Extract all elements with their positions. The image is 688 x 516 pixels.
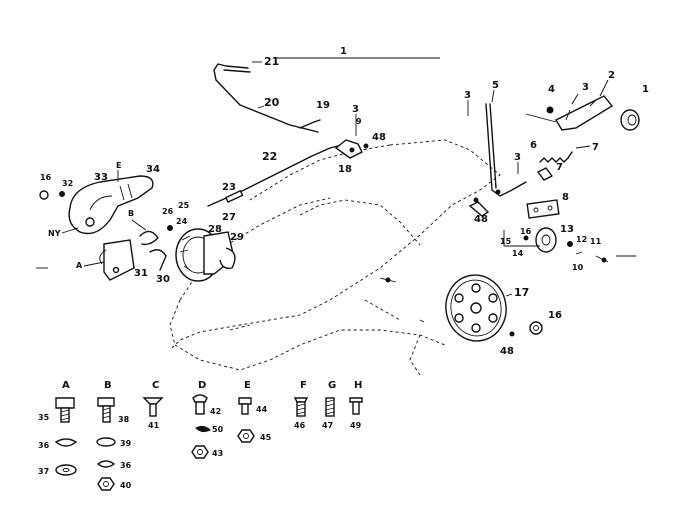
idler-pulley: 13 15 14 16 12 11 10: [500, 224, 636, 272]
hardware-47: 47: [322, 421, 333, 430]
callout-3-top-right: 3: [582, 82, 589, 93]
callout-11: 11: [590, 237, 602, 246]
callout-3-center: 3: [352, 104, 359, 115]
callout-12: 12: [576, 235, 587, 244]
callout-14: 14: [512, 249, 524, 258]
clip-assembly: 30 26 25 24 B: [128, 201, 190, 285]
lever-assembly: 5 3 3 48: [464, 80, 527, 225]
callout-NY: NY: [48, 229, 61, 238]
hardware-37: 37: [38, 467, 49, 476]
callout-48-bottom: 48: [500, 346, 514, 357]
callout-25: 25: [178, 201, 190, 210]
hardware-D-letter: D: [198, 380, 206, 391]
callout-8: 8: [562, 192, 569, 203]
callout-10: 10: [572, 263, 584, 272]
callout-16-right: 16: [520, 227, 532, 236]
hardware-C-letter: C: [152, 380, 159, 391]
callout-19: 19: [316, 100, 330, 111]
hardware-35: 35: [38, 413, 50, 422]
callout-3-left: 3: [464, 90, 471, 101]
belt-guard: 34 33 E NY 16 32: [39, 161, 160, 238]
hardware-44: 44: [256, 405, 268, 414]
callout-16-bottom: 16: [548, 310, 562, 321]
hardware-39: 39: [120, 439, 132, 448]
callout-3-mid: 3: [514, 152, 521, 163]
hardware-F-letter: F: [300, 380, 307, 391]
callout-27: 27: [222, 212, 236, 223]
callout-7-lower: 7: [556, 162, 563, 173]
callout-1-right: 1: [642, 84, 649, 95]
hardware-chart: A 35 36 37 B 38 39 36 40 C 41 D 42 50: [38, 380, 363, 491]
callout-22: 22: [262, 150, 277, 163]
bracket-18: 3 9 48 18: [334, 104, 386, 175]
hardware-A-letter: A: [62, 380, 70, 391]
callout-9: 9: [356, 117, 362, 126]
callout-16-left: 16: [40, 173, 52, 182]
cable-assembly: 22 23: [207, 145, 339, 207]
callout-4: 4: [548, 84, 555, 95]
assembly-header: 1: [275, 46, 440, 59]
callout-17: 17: [514, 286, 529, 299]
callout-48-right: 48: [474, 214, 488, 225]
hardware-41: 41: [148, 421, 160, 430]
callout-26: 26: [162, 207, 174, 216]
hardware-G-letter: G: [328, 380, 336, 391]
hardware-38: 38: [118, 415, 130, 424]
hardware-B-letter: B: [104, 380, 112, 391]
hardware-43: 43: [212, 449, 223, 458]
engine-pulley: 28 27 29: [175, 212, 244, 282]
callout-A: A: [76, 261, 83, 270]
plate-8: 8: [526, 192, 569, 219]
callout-18: 18: [338, 164, 352, 175]
callout-20: 20: [264, 96, 280, 109]
callout-34: 34: [146, 164, 160, 175]
callout-5: 5: [492, 80, 499, 91]
callout-30: 30: [156, 274, 170, 285]
callout-B: B: [128, 209, 134, 218]
callout-21: 21: [264, 55, 279, 68]
callout-15: 15: [500, 237, 512, 246]
hardware-45: 45: [260, 433, 272, 442]
hardware-36b: 36: [120, 461, 132, 470]
hardware-H-letter: H: [354, 380, 362, 391]
upper-bracket: 4 3 2 1: [525, 70, 649, 131]
hardware-36a: 36: [38, 441, 50, 450]
hardware-42: 42: [210, 407, 221, 416]
hardware-46: 46: [294, 421, 306, 430]
hardware-40: 40: [120, 481, 132, 490]
callout-29: 29: [230, 232, 244, 243]
callout-E: E: [116, 161, 121, 170]
hardware-E-letter: E: [244, 380, 251, 391]
wheel-17: 17 48 16: [445, 274, 562, 357]
callout-33: 33: [94, 172, 108, 183]
hardware-50: 50: [212, 425, 224, 434]
callout-32: 32: [62, 179, 73, 188]
callout-28: 28: [208, 224, 222, 235]
callout-24: 24: [176, 217, 188, 226]
callout-31: 31: [134, 268, 148, 279]
spring-assembly: 6 7 7: [530, 140, 599, 181]
callout-1-top: 1: [340, 46, 347, 57]
callout-13: 13: [560, 224, 574, 235]
callout-23: 23: [222, 182, 236, 193]
mounting-bracket-31: A 31: [36, 239, 148, 281]
callout-2: 2: [608, 70, 615, 81]
callout-48-top: 48: [372, 132, 386, 143]
callout-7-upper: 7: [592, 142, 599, 153]
control-handle: 21 20 19: [213, 55, 330, 133]
callout-6: 6: [530, 140, 537, 151]
hardware-49: 49: [350, 421, 362, 430]
